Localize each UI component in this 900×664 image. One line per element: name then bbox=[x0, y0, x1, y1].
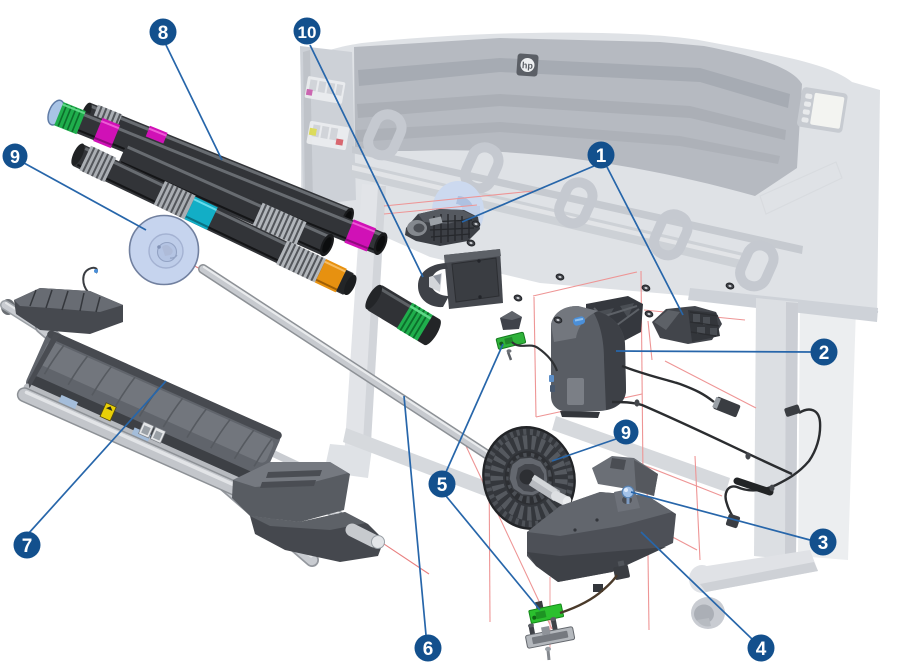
svg-text:hp: hp bbox=[522, 60, 534, 71]
svg-text:7: 7 bbox=[22, 536, 33, 557]
svg-text:9: 9 bbox=[10, 147, 20, 167]
svg-text:3: 3 bbox=[818, 533, 829, 554]
svg-text:8: 8 bbox=[158, 23, 169, 44]
svg-text:4: 4 bbox=[756, 639, 767, 660]
svg-text:1: 1 bbox=[596, 146, 607, 167]
svg-text:2: 2 bbox=[819, 343, 830, 364]
svg-text:9: 9 bbox=[621, 423, 631, 443]
svg-text:6: 6 bbox=[423, 639, 434, 660]
svg-text:5: 5 bbox=[437, 475, 448, 496]
svg-text:10: 10 bbox=[298, 23, 317, 42]
